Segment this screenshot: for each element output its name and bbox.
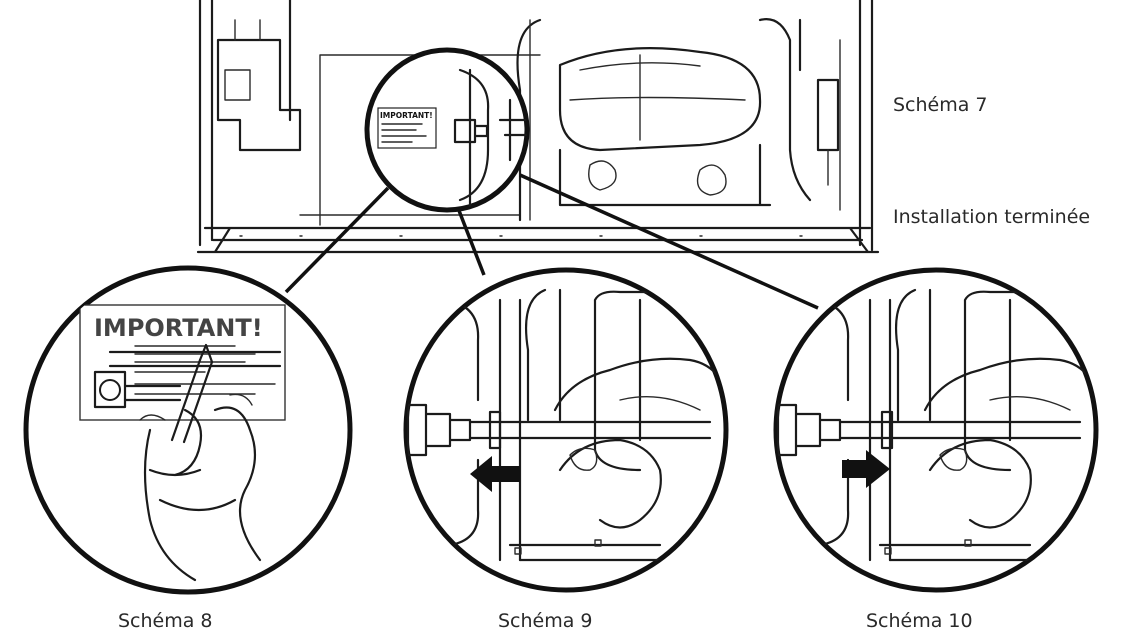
- diagram10-circle: [773, 267, 1099, 593]
- sticker-heading: IMPORTANT!: [94, 314, 263, 342]
- diagram9-circle: [403, 267, 729, 593]
- arrow-left-icon: [470, 456, 520, 492]
- leader-lines: [284, 173, 819, 310]
- diagram8-label: Schéma 8: [118, 610, 213, 632]
- diagram10-label: Schéma 10: [866, 610, 973, 632]
- diagram8-circle: IMPORTANT!: [23, 265, 353, 595]
- appliance-rear-view: [196, 0, 880, 254]
- zoom-circle-detail: IMPORTANT!: [364, 47, 530, 213]
- arrow-right-icon: [842, 450, 890, 488]
- diagram9-label: Schéma 9: [498, 610, 593, 632]
- small-sticker-heading: IMPORTANT!: [380, 111, 433, 120]
- installation-done-label: Installation terminée: [893, 206, 1091, 228]
- diagram7-label: Schéma 7: [893, 94, 988, 116]
